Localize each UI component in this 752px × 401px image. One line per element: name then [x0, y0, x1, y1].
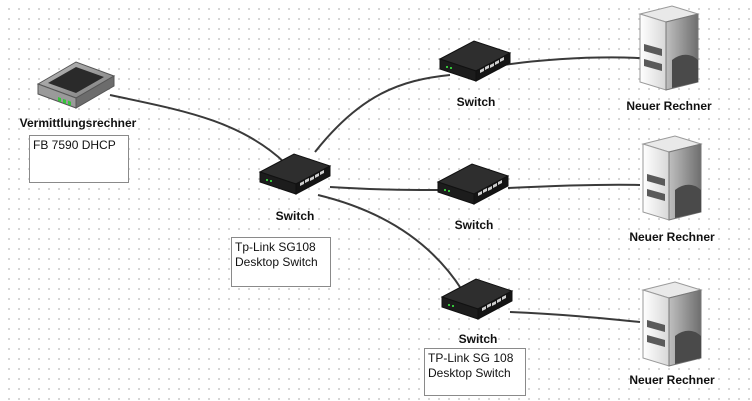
server-tower-icon [638, 5, 700, 91]
pc-middle-label: Neuer Rechner [629, 230, 715, 244]
modem-note: FB 7590 DHCP [29, 135, 129, 183]
edge-center-top [314, 74, 451, 153]
bottom-note-line2: Desktop Switch [428, 366, 511, 380]
switch-center-label: Switch [275, 209, 315, 223]
network-switch-icon [258, 153, 332, 195]
network-switch-icon [436, 163, 510, 205]
switch-top-label: Switch [456, 95, 496, 109]
pc-bottom-node[interactable] [635, 280, 705, 370]
pc-top-node[interactable] [632, 4, 702, 94]
pc-middle-node[interactable] [635, 134, 705, 224]
pc-bottom-label: Neuer Rechner [629, 373, 715, 387]
server-tower-icon [641, 281, 703, 367]
center-note-line2: Desktop Switch [235, 255, 318, 269]
edge-middle-pc [507, 183, 641, 189]
modem-label: Vermittlungsrechner [19, 116, 137, 130]
modem-note-line1: FB 7590 DHCP [33, 138, 116, 152]
network-switch-icon [440, 278, 514, 320]
switch-top-node[interactable] [438, 37, 512, 83]
pc-top-label: Neuer Rechner [626, 99, 712, 113]
switch-middle-label: Switch [454, 218, 494, 232]
edge-center-bottom [317, 194, 463, 291]
modem-node[interactable] [36, 56, 116, 111]
edge-bottom-pc [509, 311, 641, 323]
server-tower-icon [641, 135, 703, 221]
edge-modem-switch-center [109, 94, 286, 164]
switch-bottom-node[interactable] [440, 275, 514, 321]
switch-middle-node[interactable] [436, 160, 510, 206]
bottom-note: TP-Link SG 108 Desktop Switch [424, 348, 526, 396]
switch-bottom-label: Switch [458, 332, 498, 346]
bottom-note-line1: TP-Link SG 108 [428, 351, 514, 365]
network-switch-icon [438, 40, 512, 82]
center-note: Tp-Link SG108 Desktop Switch [231, 237, 331, 287]
center-note-line1: Tp-Link SG108 [235, 240, 316, 254]
switch-center-node[interactable] [258, 150, 332, 196]
router-icon [36, 61, 116, 109]
edge-top-pc [502, 56, 641, 66]
edge-center-middle [329, 186, 443, 191]
